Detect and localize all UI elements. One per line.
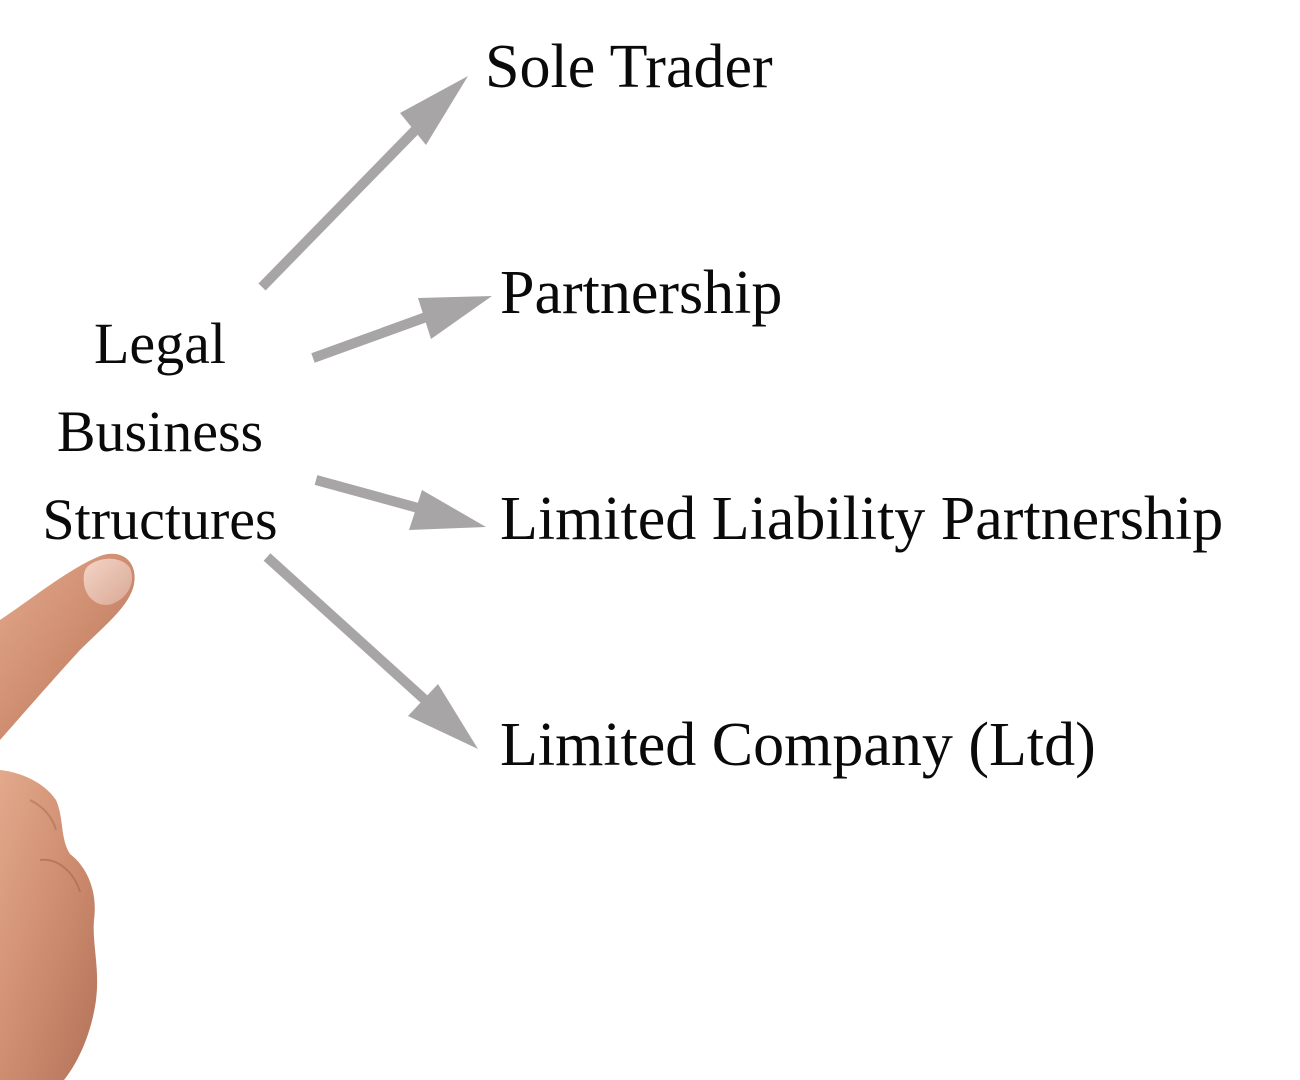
- center-node: Legal Business Structures: [20, 300, 300, 564]
- target-limited-company: Limited Company (Ltd): [500, 711, 1096, 779]
- target-sole-trader: Sole Trader: [485, 33, 773, 101]
- target-llp: Limited Liability Partnership: [500, 485, 1224, 553]
- target-partnership: Partnership: [500, 259, 783, 327]
- center-line-structures: Structures: [42, 487, 278, 552]
- arrow-partnership: [311, 296, 492, 363]
- arrow-llp: [314, 475, 486, 530]
- center-line-legal: Legal: [93, 311, 227, 376]
- arrow-ltd: [263, 553, 478, 749]
- center-line-business: Business: [56, 399, 264, 464]
- arrow-sole-trader: [258, 76, 468, 291]
